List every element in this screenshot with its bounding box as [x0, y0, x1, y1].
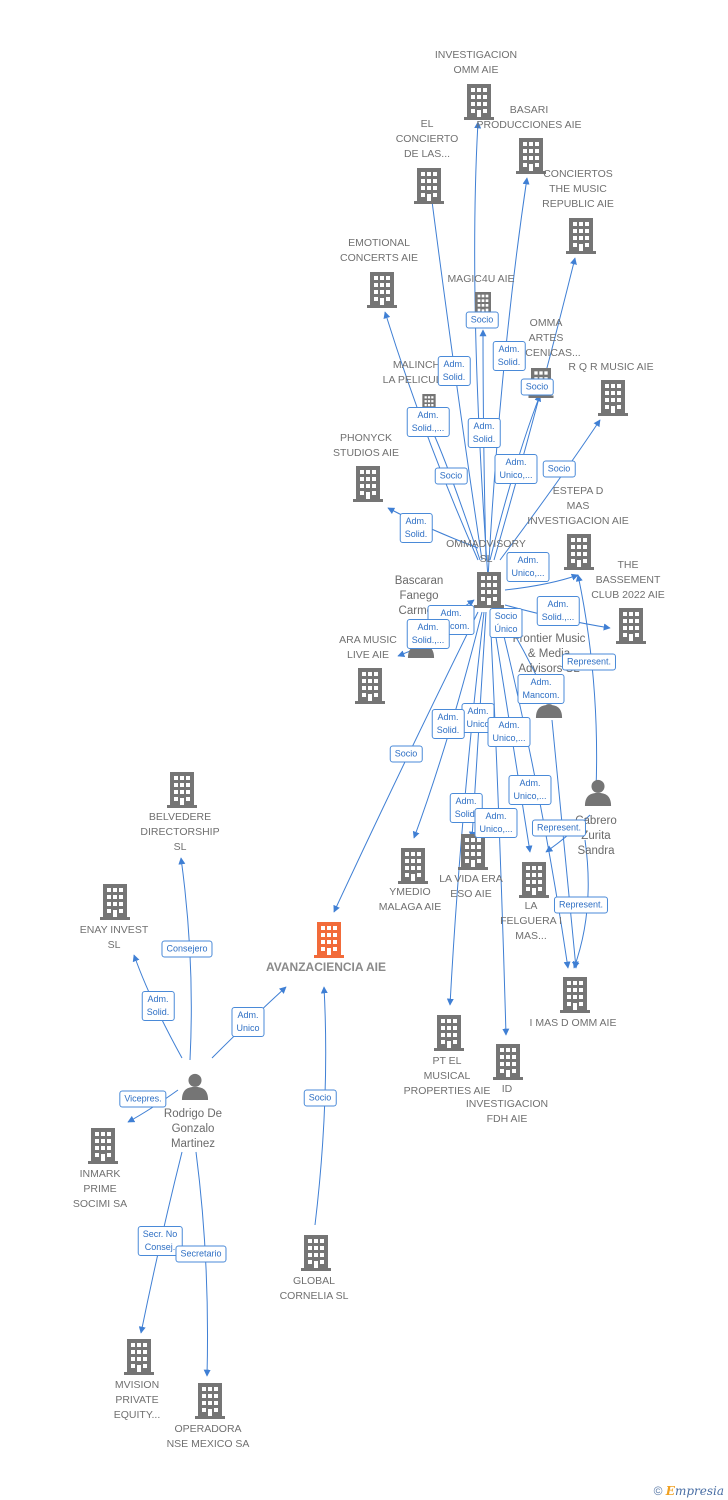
- copyright-symbol: ©: [653, 1484, 663, 1498]
- building-icon: [458, 834, 488, 870]
- relation-badge[interactable]: Socio: [303, 1089, 337, 1107]
- building-icon: [167, 772, 197, 808]
- node-label-omma[interactable]: OMMA ARTES ESCENICAS...: [511, 317, 581, 359]
- relation-badge[interactable]: Represent.: [561, 653, 617, 671]
- relation-badge[interactable]: Secretario: [175, 1245, 227, 1263]
- edge-rodrigo-operadora: [195, 1151, 211, 1377]
- relation-badge[interactable]: Consejero: [161, 940, 213, 958]
- building-icon: [355, 668, 385, 704]
- edge-layer: [127, 121, 611, 1377]
- main-building-icon: [314, 922, 344, 958]
- building-icon: [353, 466, 383, 502]
- edge-rodrigo-inmark: [127, 1089, 179, 1123]
- relation-badge[interactable]: Adm. Solid.: [141, 991, 175, 1021]
- edge-cabrero-estepa: [575, 574, 598, 791]
- node-label-vida[interactable]: LA VIDA ERA ESO AIE: [439, 873, 503, 900]
- node-label-magic4u[interactable]: MAGIC4U AIE: [447, 273, 515, 285]
- edge-frontier-imasd: [551, 719, 579, 969]
- node-label-estepa[interactable]: ESTEPA D MAS INVESTIGACION AIE: [527, 485, 629, 527]
- node-label-bassement[interactable]: THE BASSEMENT CLUB 2022 AIE: [591, 559, 665, 601]
- relation-badge[interactable]: Adm. Solid.,...: [406, 619, 450, 649]
- relation-badge[interactable]: Adm. Solid.: [431, 709, 465, 739]
- building-icon: [88, 1128, 118, 1164]
- relation-badge[interactable]: Socio: [520, 378, 554, 396]
- footer-brand: © Empresia: [654, 1484, 724, 1498]
- relation-badge[interactable]: Represent.: [553, 896, 609, 914]
- node-label-felguera[interactable]: LA FELGUERA I MAS...: [500, 900, 562, 942]
- relation-badge[interactable]: Adm. Mancom.: [517, 674, 565, 704]
- relation-badge[interactable]: Socio: [542, 460, 576, 478]
- building-icon: [616, 608, 646, 644]
- node-label-emotional[interactable]: EMOTIONAL CONCERTS AIE: [340, 237, 418, 264]
- node-label-phonyck[interactable]: PHONYCK STUDIOS AIE: [333, 432, 399, 459]
- building-icon: [434, 1015, 464, 1051]
- building-icon: [598, 380, 628, 416]
- node-label-rqr[interactable]: R Q R MUSIC AIE: [568, 361, 654, 373]
- node-label-rodrigo[interactable]: Rodrigo De Gonzalo Martinez: [163, 1108, 223, 1150]
- edge-ommadvisory-rqr: [499, 419, 601, 561]
- person-icon: [584, 779, 612, 806]
- relation-badge[interactable]: Adm. Unico: [231, 1007, 265, 1037]
- edge-ommadvisory-avanza: [333, 611, 479, 913]
- relation-badge[interactable]: Socio: [434, 467, 468, 485]
- node-label-conciertos-music[interactable]: CONCIERTOS THE MUSIC REPUBLIC AIE: [542, 168, 614, 210]
- node-label-concierto[interactable]: EL CONCIERTO DE LAS...: [395, 118, 459, 160]
- building-icon: [100, 884, 130, 920]
- relation-badge[interactable]: Adm. Unico,...: [506, 552, 550, 582]
- building-icon: [124, 1339, 154, 1375]
- relation-badge[interactable]: Socio Único: [489, 608, 523, 638]
- edge-ommadvisory-emotional: [383, 311, 479, 561]
- building-icon: [367, 272, 397, 308]
- relation-badge[interactable]: Adm. Solid.: [399, 513, 433, 543]
- relation-badge[interactable]: Adm. Unico,...: [487, 717, 531, 747]
- relation-badge[interactable]: Adm. Solid.: [467, 418, 501, 448]
- person-icon: [181, 1073, 209, 1100]
- brand-logo-text: mpresia: [674, 1484, 724, 1498]
- building-icon: [566, 218, 596, 254]
- building-icon: [414, 168, 444, 204]
- node-label-ommadvisory[interactable]: OMMADVISORY SL: [446, 538, 526, 565]
- node-label-ymedio[interactable]: YMEDIO MALAGA AIE: [378, 886, 442, 913]
- building-icon: [301, 1235, 331, 1271]
- relation-badge[interactable]: Adm. Unico,...: [494, 454, 538, 484]
- relation-badge[interactable]: Vicepres.: [119, 1090, 167, 1108]
- node-label-id-inv[interactable]: ID INVESTIGACION FDH AIE: [465, 1083, 549, 1125]
- node-label-mvision[interactable]: MVISION PRIVATE EQUITY...: [113, 1379, 161, 1421]
- relation-badge[interactable]: Adm. Solid.,...: [406, 407, 450, 437]
- node-label-global[interactable]: GLOBAL CORNELIA SL: [279, 1275, 349, 1302]
- relation-badge[interactable]: Socio: [389, 745, 423, 763]
- building-icon: [560, 977, 590, 1013]
- node-icon-layer: [88, 84, 646, 1419]
- relation-badge[interactable]: Represent.: [531, 819, 587, 837]
- node-label-belvedere[interactable]: BELVEDERE DIRECTORSHIP SL: [140, 811, 220, 853]
- edge-ommadvisory-conciertos: [493, 257, 577, 561]
- node-label-frontier[interactable]: Frontier Music & Media Advisors SL: [512, 633, 586, 675]
- node-label-imasd[interactable]: I MAS D OMM AIE: [529, 1017, 617, 1029]
- relation-badge[interactable]: Adm. Solid.: [492, 341, 526, 371]
- node-label-inmark[interactable]: INMARK PRIME SOCIMI SA: [72, 1168, 128, 1210]
- edge-rodrigo-belvedere: [178, 857, 192, 1061]
- relation-badge[interactable]: Socio: [465, 311, 499, 329]
- node-label-avanzaciencia[interactable]: AVANZACIENCIA AIE: [266, 960, 386, 974]
- node-label-inv-omm[interactable]: INVESTIGACION OMM AIE: [434, 49, 518, 76]
- relation-badge[interactable]: Secr. No Consej.: [137, 1226, 183, 1256]
- relation-badge[interactable]: Adm. Unico,...: [474, 808, 518, 838]
- relation-badge[interactable]: Adm. Solid.: [437, 356, 471, 386]
- brand-logo-initial: E: [665, 1484, 675, 1498]
- edge-ommadvisory-estepa: [504, 573, 579, 591]
- node-label-operadora[interactable]: OPERADORA NSE MEXICO SA: [166, 1423, 250, 1450]
- node-label-basari[interactable]: BASARI PRODUCCIONES AIE: [476, 104, 582, 131]
- node-label-ara[interactable]: ARA MUSIC LIVE AIE: [339, 634, 397, 661]
- relation-badge[interactable]: Adm. Unico,...: [508, 775, 552, 805]
- node-label-ptel[interactable]: PT EL MUSICAL PROPERTIES AIE: [403, 1055, 491, 1097]
- relation-badge[interactable]: Adm. Solid.,...: [536, 596, 580, 626]
- node-label-enay[interactable]: ENAY INVEST SL: [79, 924, 149, 951]
